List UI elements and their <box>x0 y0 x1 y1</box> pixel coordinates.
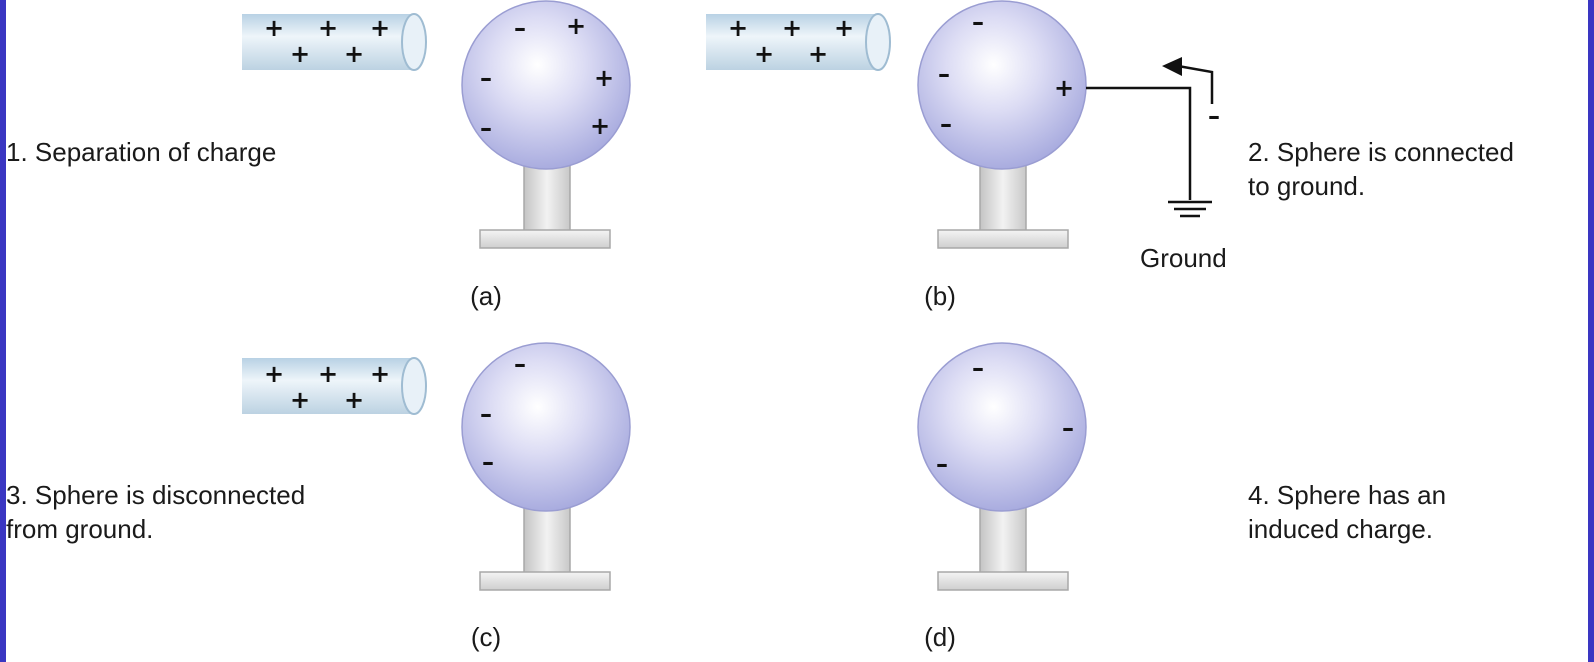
negative-charge: – <box>936 450 948 478</box>
negative-charge: – <box>480 114 492 142</box>
negative-charge: – <box>514 14 526 42</box>
step-3-label: 3. Sphere is disconnected from ground. <box>6 478 305 546</box>
positive-charge: + <box>370 360 390 388</box>
positive-charge: + <box>728 14 748 42</box>
negative-charge: – <box>938 60 950 88</box>
metal-sphere <box>461 342 631 512</box>
positive-charge: + <box>754 40 774 68</box>
step-2-line-2: to ground. <box>1248 171 1366 201</box>
positive-charge: + <box>264 14 284 42</box>
panel-b: + + + + + – – – + <box>706 0 1220 249</box>
panel-a: + + + + + – – – + + + <box>242 0 631 249</box>
charged-rod: + + + + + <box>706 13 891 71</box>
positive-charge: + <box>344 386 364 414</box>
sphere-stand <box>917 342 1087 591</box>
positive-charge: + <box>290 386 310 414</box>
positive-charge: + <box>264 360 284 388</box>
step-3-line-1: 3. Sphere is disconnected <box>6 480 306 510</box>
ground-wire <box>1086 86 1212 218</box>
sphere-stand <box>461 342 631 591</box>
panel-d: – – – <box>917 342 1087 591</box>
panel-c-label: (c) <box>470 622 502 652</box>
sphere-stand <box>461 0 631 249</box>
negative-charge: – <box>482 448 494 476</box>
step-2-label: 2. Sphere is connected to ground. <box>1248 135 1514 203</box>
step-2-line-1: 2. Sphere is connected <box>1248 137 1514 167</box>
negative-charge: – <box>1208 102 1220 130</box>
positive-charge: + <box>566 12 586 40</box>
metal-sphere <box>917 342 1087 512</box>
negative-charge: – <box>1062 414 1074 442</box>
positive-charge: + <box>1054 74 1074 102</box>
metal-sphere <box>461 0 631 170</box>
positive-charge: + <box>370 14 390 42</box>
negative-charge: – <box>972 354 984 382</box>
ground-label: Ground <box>1140 243 1227 273</box>
positive-charge: + <box>594 64 614 92</box>
step-4-line-1: 4. Sphere has an <box>1248 480 1447 510</box>
positive-charge: + <box>318 14 338 42</box>
positive-charge: + <box>782 14 802 42</box>
negative-charge: – <box>514 350 526 378</box>
positive-charge: + <box>834 14 854 42</box>
diagram-canvas: + + + + + – – – + + + + + <box>6 0 1588 662</box>
charged-rod: + + + + + <box>242 13 427 71</box>
positive-charge: + <box>590 112 610 140</box>
positive-charge: + <box>344 40 364 68</box>
charged-rod: + + + + + <box>242 357 427 415</box>
step-3-line-2: from ground. <box>6 514 154 544</box>
panel-b-label: (b) <box>924 281 956 311</box>
positive-charge: + <box>318 360 338 388</box>
panel-a-label: (a) <box>470 281 502 311</box>
sphere-stand <box>917 0 1087 249</box>
positive-charge: + <box>808 40 828 68</box>
metal-sphere <box>917 0 1087 170</box>
positive-charge: + <box>290 40 310 68</box>
electron-flow-arrow <box>1162 57 1214 104</box>
negative-charge: – <box>480 400 492 428</box>
panel-c: + + + + + – – – <box>242 342 631 591</box>
panel-d-label: (d) <box>924 622 956 652</box>
diagram-svg: + + + + + – – – + + + + + <box>242 0 1220 591</box>
negative-charge: – <box>940 110 952 138</box>
negative-charge: – <box>972 8 984 36</box>
negative-charge: – <box>480 64 492 92</box>
step-4-line-2: induced charge. <box>1248 514 1434 544</box>
step-4-label: 4. Sphere has an induced charge. <box>1248 478 1446 546</box>
step-1-label: 1. Separation of charge <box>6 137 277 167</box>
